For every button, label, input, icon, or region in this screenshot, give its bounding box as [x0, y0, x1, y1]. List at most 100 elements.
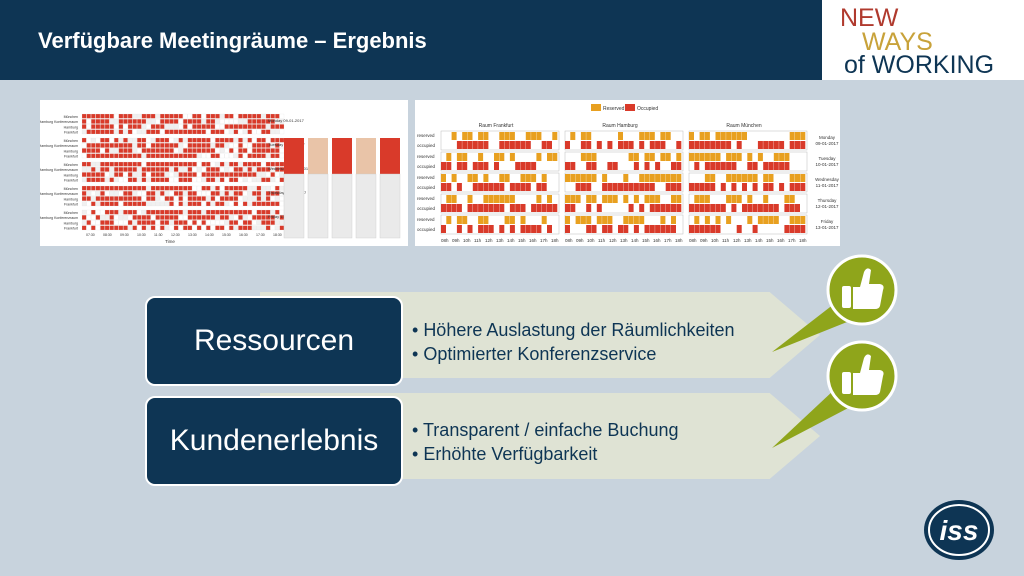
occupancy-cell [100, 143, 105, 148]
occupancy-cell [256, 124, 262, 129]
thumbnail-label: Friday [821, 219, 834, 224]
occupancy-cell [252, 209, 257, 215]
occupancy-cell [104, 124, 110, 129]
thumbnail-label: 08:30 [103, 233, 112, 237]
occupied-cell [467, 204, 473, 212]
occupied-cell [618, 141, 623, 149]
occupied-cell [800, 183, 806, 191]
occupancy-cell [169, 220, 174, 225]
occupancy-cell [155, 201, 160, 207]
reserved-cell [565, 195, 570, 203]
occupancy-cell [224, 191, 229, 196]
occupancy-cell [132, 191, 137, 196]
occupancy-cell [270, 172, 275, 177]
thumbnail-label: Monday 09-01-2017 [268, 118, 305, 123]
occupancy-cell [150, 119, 156, 124]
occupancy-cell [229, 177, 234, 183]
reserved-cell [446, 195, 452, 203]
reserved-cell [736, 195, 742, 203]
occupancy-cell [229, 172, 234, 177]
occupancy-cell [146, 201, 151, 207]
occupancy-cell [192, 143, 197, 148]
thumbnail-label: Frankfurt [64, 179, 78, 183]
reserved-cell [580, 132, 586, 140]
occupancy-cell [169, 161, 174, 167]
occupancy-cell [261, 119, 266, 124]
occupied-cell [689, 141, 694, 149]
occupied-cell [773, 162, 779, 170]
reserved-cell [731, 132, 737, 140]
occupancy-cell [164, 113, 170, 119]
occupancy-cell [238, 201, 243, 207]
occupied-cell [676, 204, 682, 212]
occupancy-cell [178, 137, 183, 143]
occupancy-cell [183, 215, 188, 220]
occupancy-cell [100, 225, 105, 231]
occupancy-cell [206, 215, 211, 220]
occupancy-cell [100, 137, 105, 143]
reserved-cell [726, 153, 732, 161]
thumbnail-label: Raum Hamburg [602, 123, 638, 129]
occupancy-cell [270, 209, 275, 215]
occupancy-cell [238, 225, 243, 231]
thumbnail-label: München [64, 187, 78, 191]
occupancy-cell [215, 167, 220, 172]
side-bar [308, 138, 328, 174]
reserved-cell [602, 174, 608, 182]
occupancy-cell [137, 129, 142, 135]
reserved-cell [618, 132, 623, 140]
occupancy-cell [160, 143, 165, 148]
reserved-cell [699, 153, 705, 161]
reserved-cell [547, 153, 552, 161]
occupancy-cell [146, 196, 151, 201]
kundenerlebnis-bullet-list: Transparent / einfache Buchung Erhöhte V… [412, 418, 679, 466]
occupancy-cell [183, 220, 188, 225]
occupancy-cell [123, 167, 128, 172]
occupancy-cell [127, 196, 133, 201]
occupied-cell [768, 204, 774, 212]
occupancy-cell [224, 113, 229, 119]
occupancy-cell [265, 124, 271, 129]
occupied-cell [689, 204, 694, 212]
occupancy-cell [224, 153, 229, 159]
occupancy-cell [247, 196, 252, 201]
occupancy-cell [141, 119, 147, 124]
occupancy-cell [192, 113, 197, 119]
occupancy-cell [201, 220, 206, 225]
thumbnail-label: 11h [598, 238, 606, 243]
occupancy-cell [155, 220, 160, 225]
occupied-cell [580, 141, 586, 149]
occupancy-cell [132, 153, 137, 159]
occupancy-cell [155, 124, 160, 129]
occupied-cell [789, 141, 795, 149]
occupied-cell [446, 183, 452, 191]
occupancy-cell [183, 225, 188, 231]
occupied-cell [494, 162, 499, 170]
reserved-cell [509, 195, 515, 203]
thumbnail-label: 15h [518, 238, 526, 243]
occupancy-cell [215, 148, 220, 153]
occupancy-cell [81, 167, 87, 172]
occupancy-cell [233, 113, 239, 119]
occupancy-cell [118, 220, 124, 225]
occupancy-cell [252, 148, 257, 153]
occupancy-cell [155, 209, 160, 215]
occupancy-cell [91, 177, 96, 183]
occupancy-cell [146, 129, 151, 135]
occupancy-cell [224, 143, 229, 148]
occupancy-cell [201, 167, 206, 172]
occupancy-cell [238, 177, 243, 183]
occupancy-cell [141, 185, 147, 191]
occupancy-cell [118, 153, 124, 159]
occupied-cell [515, 141, 521, 149]
occupancy-cell [224, 124, 229, 129]
occupancy-cell [104, 167, 110, 172]
occupancy-cell [95, 209, 101, 215]
occupancy-cell [206, 225, 211, 231]
occupied-cell [591, 225, 597, 233]
occupancy-cell [201, 225, 206, 231]
reserved-cell [456, 216, 462, 224]
reserved-cell [649, 132, 655, 140]
occupied-cell [575, 183, 581, 191]
